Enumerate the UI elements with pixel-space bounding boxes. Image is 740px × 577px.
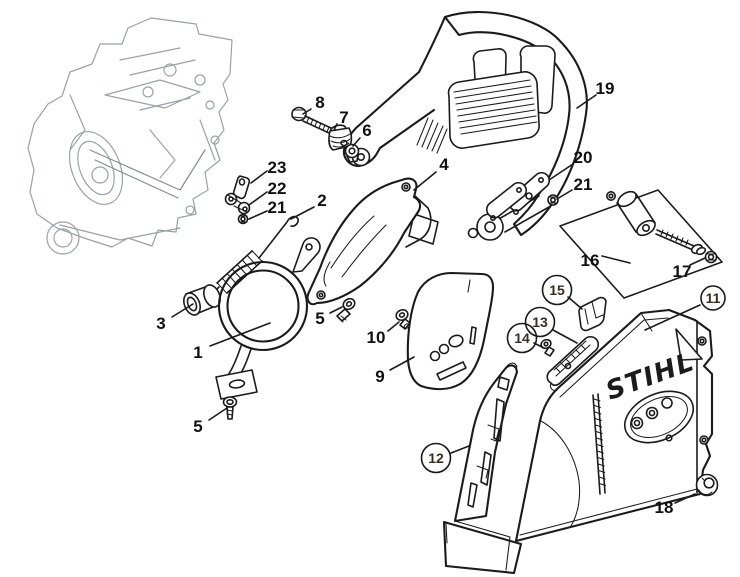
part-2-spring [206,215,299,299]
part-5-screw-upper [336,297,356,323]
leader-line-19 [576,94,597,109]
part-21-nut-right [547,194,559,206]
highlight-badge-12[interactable] [420,442,452,474]
leader-line-12 [450,445,470,454]
leader-line-16 [601,255,631,264]
part-13-chain-tensioner [546,335,600,392]
leader-line-13 [552,329,578,344]
part-number-label-2[interactable]: 2 [317,191,326,210]
leader-line-20 [548,163,574,181]
part-number-label-17[interactable]: 17 [673,262,692,281]
part-number-label-18[interactable]: 18 [655,498,674,517]
leader-line-9 [389,356,415,371]
part-20-linkage [485,171,551,222]
part-4-brake-lever [306,177,439,306]
part-number-label-19[interactable]: 19 [596,79,615,98]
part-3-sleeve [183,284,221,316]
part-number-label-5[interactable]: 5 [315,309,324,328]
part-number-label-4[interactable]: 4 [439,155,449,174]
highlight-badge-15[interactable] [541,274,573,306]
part-18-nut [695,473,719,497]
part-number-label-6[interactable]: 6 [362,121,371,140]
part-22-crank [224,192,251,215]
part-number-label-21[interactable]: 21 [574,175,593,194]
leader-line-11 [644,304,701,331]
part-16-mounting-plate [559,189,723,299]
highlight-badge-13[interactable] [524,306,556,338]
part-number-label-7[interactable]: 7 [339,108,348,127]
part-number-label-21[interactable]: 21 [268,198,287,217]
leader-line-4 [413,171,437,191]
part-number-label-12[interactable]: 12 [428,450,444,466]
part-5-screw-lower [222,396,238,420]
leader-line-2 [290,206,315,220]
leader-line-18 [674,493,696,504]
leader-line-6 [352,137,361,147]
leader-line-23 [250,170,268,184]
leader-line-3 [171,303,194,318]
part-17-bolt-nut [655,229,718,264]
leader-line-5 [329,306,343,314]
leader-line-21 [556,189,573,200]
part-number-label-22[interactable]: 22 [268,179,287,198]
part-number-label-5[interactable]: 5 [193,417,202,436]
part-8-screw [291,106,332,134]
part-6-grommet [344,143,360,163]
part-number-label-8[interactable]: 8 [315,93,324,112]
part-12-chain-guide [442,362,523,575]
part-number-label-9[interactable]: 9 [375,367,384,386]
part-number-label-20[interactable]: 20 [574,148,593,167]
part-14-screw [540,338,555,357]
part-11-sprocket-cover: STIHL [514,308,714,543]
part-number-label-15[interactable]: 15 [549,282,565,298]
leader-line-17 [689,257,706,266]
leader-line-15 [567,296,583,310]
part-number-label-14[interactable]: 14 [514,330,530,346]
part-number-label-13[interactable]: 13 [532,314,548,330]
part-number-label-23[interactable]: 23 [268,158,287,177]
leader-line-22 [248,191,268,206]
part-number-label-3[interactable]: 3 [156,314,165,333]
leader-line-1 [209,322,271,347]
part-21-nut-left [237,213,249,225]
part-10-screw [395,309,411,330]
leader-line-21 [248,210,268,220]
part-23-link [232,175,251,200]
highlight-badge-14[interactable] [506,322,538,354]
part-1-brake-band [215,237,321,400]
leader-line-5 [208,407,228,421]
part-number-label-10[interactable]: 10 [367,328,386,347]
part-number-label-1[interactable]: 1 [193,343,202,362]
leader-line-10 [387,321,400,332]
highlight-badge-11[interactable] [700,285,726,311]
part-15-cover-piece [578,296,607,332]
part-9-side-plate [406,271,495,391]
part-number-label-11[interactable]: 11 [706,290,721,306]
leader-line-7 [333,123,338,131]
leader-line-8 [302,108,312,115]
part-number-label-16[interactable]: 16 [581,251,600,270]
part-7-bushing [328,124,353,151]
crankcase-housing-sketch [27,17,233,255]
